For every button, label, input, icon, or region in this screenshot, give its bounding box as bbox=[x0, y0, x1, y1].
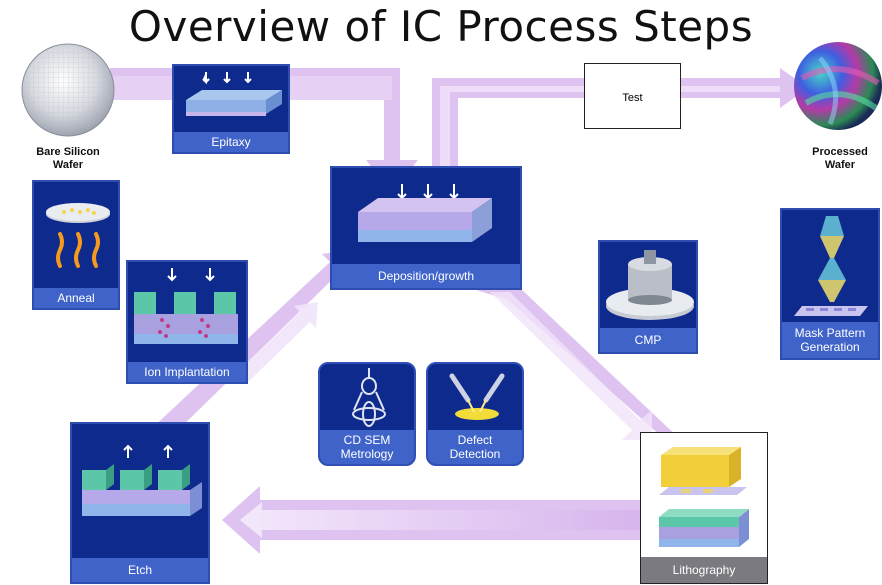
epitaxy-label: Epitaxy bbox=[174, 132, 288, 152]
cd-sem-label: CD SEM Metrology bbox=[320, 430, 414, 464]
defect-label: Defect Detection bbox=[428, 430, 522, 464]
cmp-box: CMP bbox=[598, 240, 698, 354]
cd-sem-line2: Metrology bbox=[340, 447, 394, 461]
test-box: Test bbox=[584, 63, 681, 129]
bare-wafer-icon bbox=[21, 43, 115, 137]
processed-wafer-line2: Wafer bbox=[824, 159, 856, 171]
mask-pattern-line2: Generation bbox=[800, 340, 860, 354]
ion-implantation-label: Ion Implantation bbox=[128, 362, 246, 382]
ion-implantation-icon bbox=[134, 268, 238, 344]
processed-wafer-icon bbox=[794, 42, 882, 130]
lithography-box: Lithography bbox=[640, 432, 768, 584]
arrow-to-processed-wafer bbox=[432, 68, 808, 166]
deposition-label: Deposition/growth bbox=[332, 264, 520, 288]
mask-pattern-line1: Mask Pattern bbox=[794, 326, 866, 340]
lithography-label: Lithography bbox=[641, 557, 767, 583]
mask-pattern-label: Mask Pattern Generation bbox=[782, 322, 878, 358]
defect-line1: Defect bbox=[457, 433, 493, 447]
epitaxy-box: Epitaxy bbox=[172, 64, 290, 154]
cmp-icon bbox=[606, 250, 694, 320]
processed-wafer-caption: Processed Wafer bbox=[790, 146, 882, 172]
bare-wafer-line1: Bare Silicon bbox=[36, 146, 100, 158]
bare-wafer-line2: Wafer bbox=[52, 159, 84, 171]
mask-pattern-box: Mask Pattern Generation bbox=[780, 208, 880, 360]
defect-line2: Detection bbox=[449, 447, 501, 461]
cd-sem-icon bbox=[352, 368, 386, 427]
etch-label: Etch bbox=[72, 558, 208, 582]
epitaxy-icon bbox=[186, 72, 282, 116]
arrow-etch-to-deposition bbox=[150, 250, 352, 436]
mask-pattern-icon bbox=[794, 216, 868, 316]
page-title: Overview of IC Process Steps bbox=[128, 2, 754, 51]
defect-icon bbox=[449, 373, 505, 420]
etch-box: Etch bbox=[70, 422, 210, 584]
deposition-icon bbox=[358, 184, 492, 242]
bare-wafer-caption: Bare Silicon Wafer bbox=[18, 146, 118, 172]
processed-wafer-line1: Processed bbox=[812, 146, 868, 158]
cd-sem-box: CD SEM Metrology bbox=[318, 362, 416, 466]
defect-box: Defect Detection bbox=[426, 362, 524, 466]
anneal-label: Anneal bbox=[34, 288, 118, 308]
ion-implantation-box: Ion Implantation bbox=[126, 260, 248, 384]
anneal-icon bbox=[46, 203, 110, 268]
cmp-label: CMP bbox=[600, 328, 696, 352]
etch-icon bbox=[82, 444, 202, 516]
lithography-icon bbox=[659, 447, 749, 547]
anneal-box: Anneal bbox=[32, 180, 120, 310]
deposition-box: Deposition/growth bbox=[330, 166, 522, 290]
cd-sem-line1: CD SEM bbox=[343, 433, 391, 447]
